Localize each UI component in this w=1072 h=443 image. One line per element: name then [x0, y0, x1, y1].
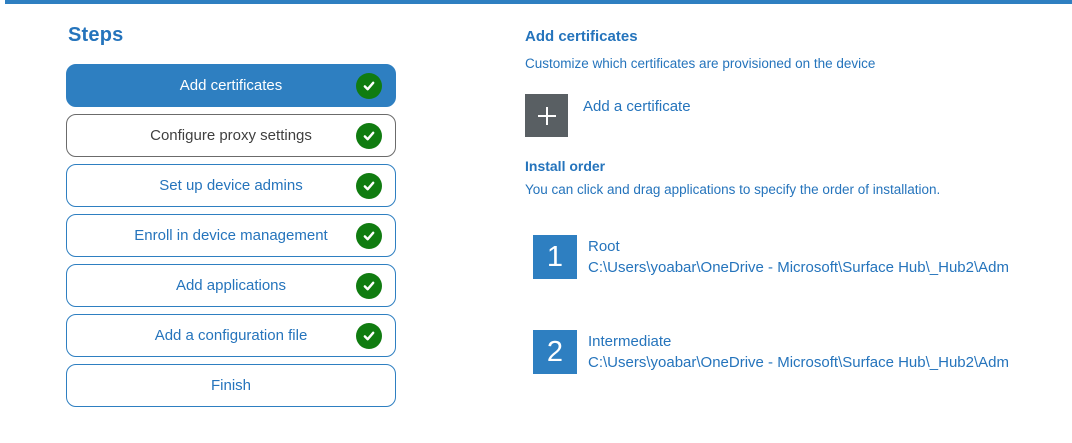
step-configure-proxy-settings[interactable]: Configure proxy settings	[66, 114, 396, 157]
step-finish[interactable]: Finish	[66, 364, 396, 407]
step-set-up-device-admins[interactable]: Set up device admins	[66, 164, 396, 207]
certificate-name: Intermediate	[588, 333, 672, 350]
step-label: Configure proxy settings	[150, 127, 312, 144]
add-certificate-button[interactable]: Add a certificate	[525, 94, 691, 137]
install-item-text: Root C:\Users\yoabar\OneDrive - Microsof…	[588, 235, 1009, 279]
step-add-certificates[interactable]: Add certificates	[66, 64, 396, 107]
certificate-name: Root	[588, 238, 620, 255]
step-label: Add certificates	[179, 77, 283, 94]
add-certificate-label: Add a certificate	[583, 98, 691, 115]
step-label: Add a configuration file	[154, 327, 308, 344]
top-accent-bar	[5, 0, 1072, 4]
step-label: Add applications	[175, 277, 287, 294]
content-panel: Add certificates Customize which certifi…	[525, 28, 1072, 425]
certificate-path: C:\Users\yoabar\OneDrive - Microsoft\Sur…	[588, 354, 1009, 371]
plus-icon[interactable]	[525, 94, 568, 137]
page-subtitle: Customize which certificates are provisi…	[525, 56, 876, 71]
certificate-path: C:\Users\yoabar\OneDrive - Microsoft\Sur…	[588, 259, 1009, 276]
check-icon	[356, 172, 382, 199]
step-add-applications[interactable]: Add applications	[66, 264, 396, 307]
check-icon	[356, 222, 382, 249]
check-icon	[356, 272, 382, 299]
install-order-item-root[interactable]: 1 Root C:\Users\yoabar\OneDrive - Micros…	[533, 235, 1009, 279]
steps-panel: Steps Add certificates Configure proxy s…	[66, 24, 396, 414]
step-label: Finish	[210, 377, 251, 394]
install-order-item-intermediate[interactable]: 2 Intermediate C:\Users\yoabar\OneDrive …	[533, 330, 1009, 374]
step-label: Set up device admins	[159, 177, 303, 194]
install-order-heading: Install order	[525, 158, 606, 174]
order-number-badge: 1	[533, 235, 577, 279]
steps-title: Steps	[68, 24, 124, 46]
install-item-text: Intermediate C:\Users\yoabar\OneDrive - …	[588, 330, 1009, 374]
check-icon	[356, 322, 382, 349]
order-number-badge: 2	[533, 330, 577, 374]
step-add-a-configuration-file[interactable]: Add a configuration file	[66, 314, 396, 357]
page-title: Add certificates	[525, 28, 638, 45]
check-icon	[356, 72, 382, 99]
step-enroll-in-device-management[interactable]: Enroll in device management	[66, 214, 396, 257]
step-label: Enroll in device management	[134, 227, 328, 244]
install-order-description: You can click and drag applications to s…	[525, 182, 941, 197]
check-icon	[356, 122, 382, 149]
